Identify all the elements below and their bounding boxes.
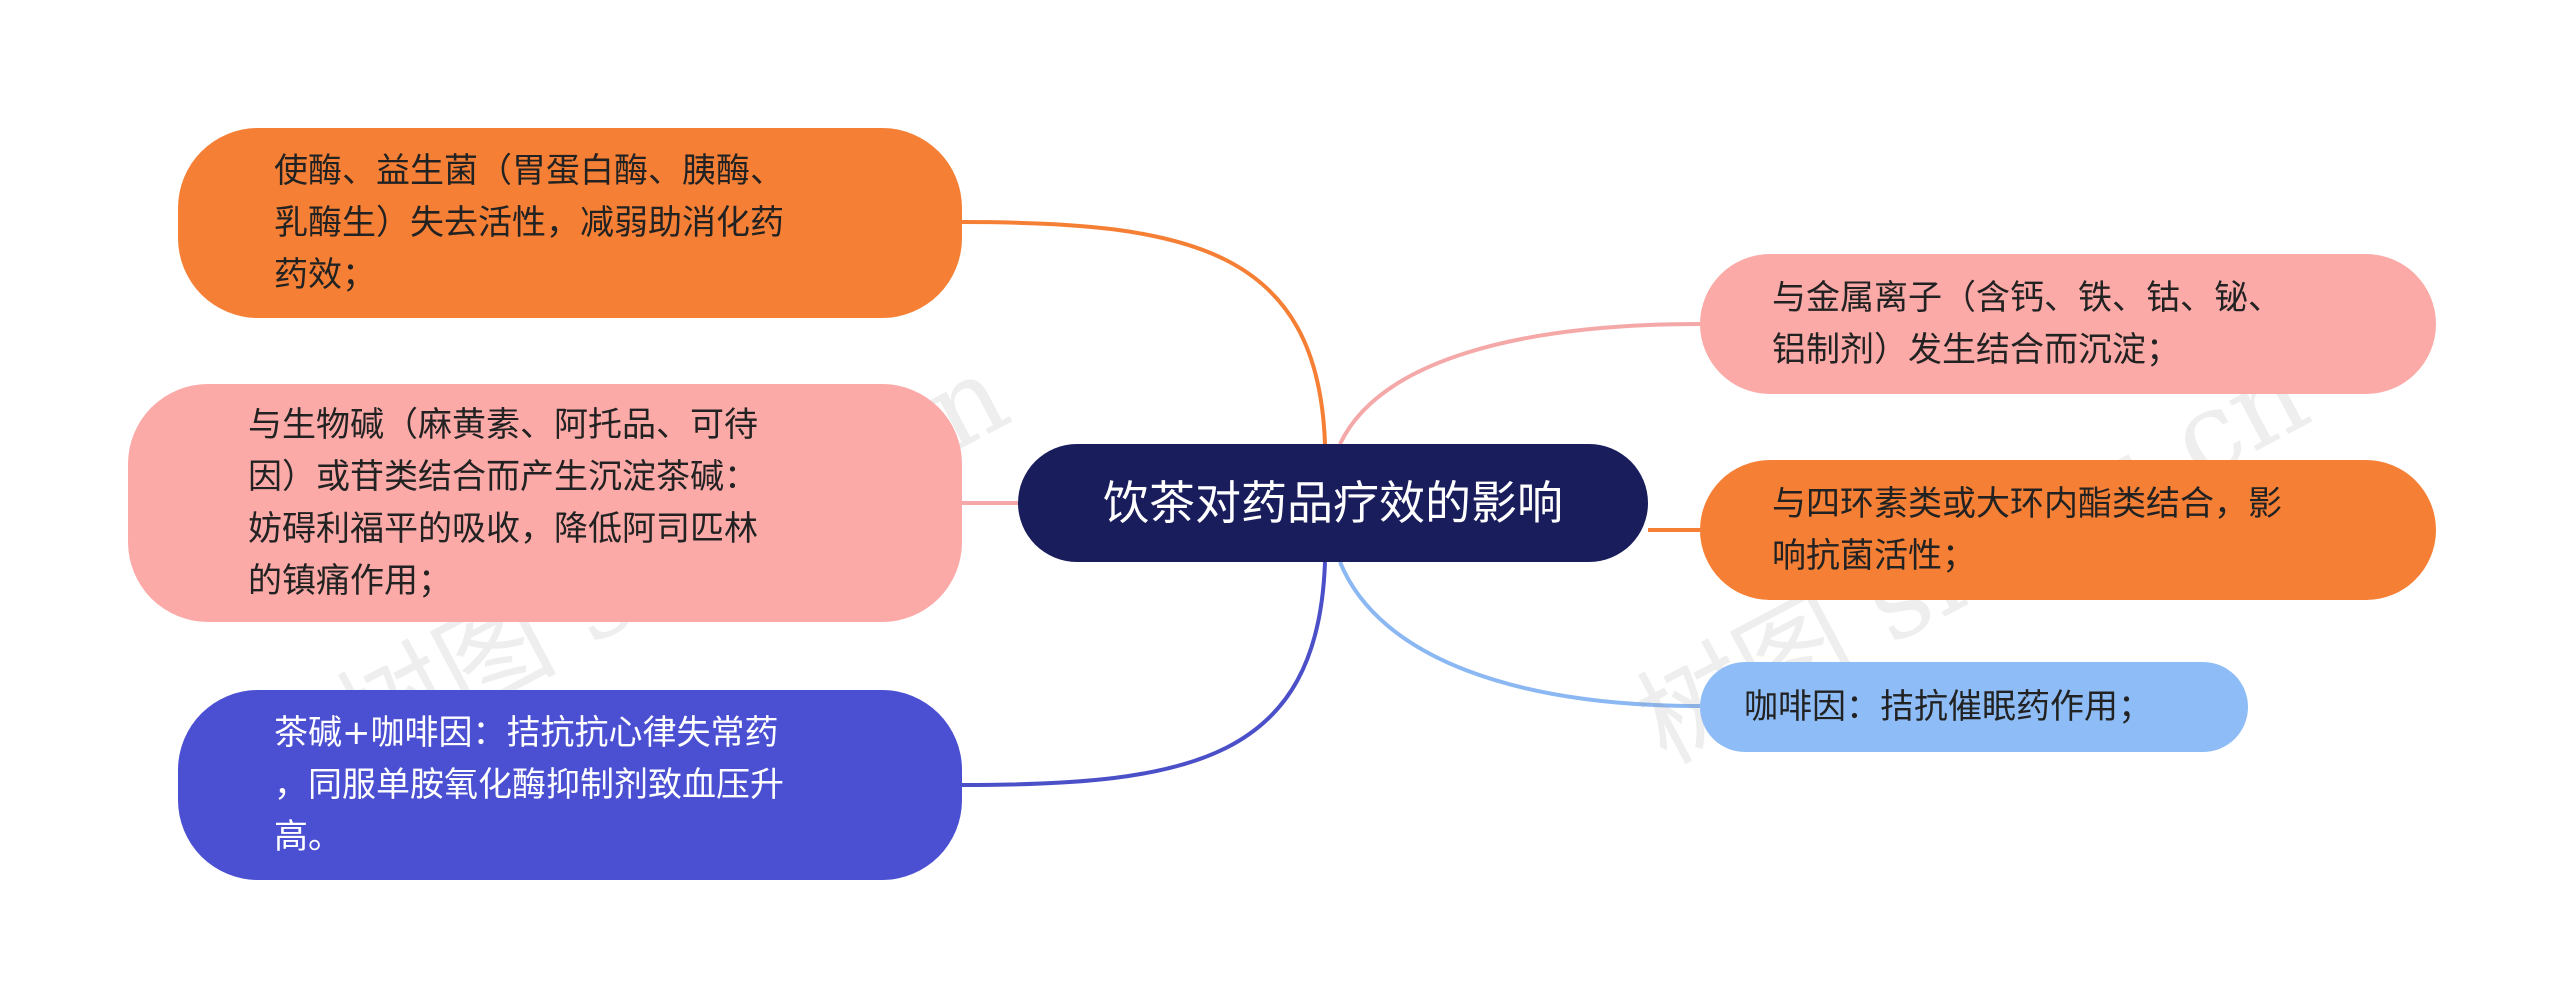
branch-text: 与金属离子（含钙、铁、钴、铋、 铝制剂）发生结合而沉淀； [1772,278,2282,370]
branch-node-tetracycline[interactable]: 与四环素类或大环内酯类结合，影 响抗菌活性； [1700,460,2436,600]
branch-node-enzyme-probiotics[interactable]: 使酶、益生菌（胃蛋白酶、胰酶、 乳酶生）失去活性，减弱助消化药 药效； [178,128,962,318]
branch-node-theophylline-caffeine[interactable]: 茶碱+咖啡因：拮抗抗心律失常药 ，同服单胺氧化酶抑制剂致血压升 高。 [178,690,962,880]
branch-text: 使酶、益生菌（胃蛋白酶、胰酶、 乳酶生）失去活性，减弱助消化药 药效； [274,151,784,295]
branch-node-metal-ions[interactable]: 与金属离子（含钙、铁、钴、铋、 铝制剂）发生结合而沉淀； [1700,254,2436,394]
central-topic-label: 饮茶对药品疗效的影响 [1103,476,1563,530]
branch-text: 咖啡因：拮抗催眠药作用； [1744,687,2152,727]
edge-to-left-1 [961,220,1327,445]
branch-node-caffeine-hypnotics[interactable]: 咖啡因：拮抗催眠药作用； [1700,662,2248,752]
central-topic-node[interactable]: 饮茶对药品疗效的影响 [1018,444,1648,562]
branch-text: 茶碱+咖啡因：拮抗抗心律失常药 ，同服单胺氧化酶抑制剂致血压升 高。 [274,713,784,857]
edge-to-left-3 [961,561,1327,787]
branch-text: 与四环素类或大环内酯类结合，影 响抗菌活性； [1772,484,2282,576]
edge-to-right-3 [1338,561,1701,708]
edge-to-right-1 [1338,322,1701,445]
branch-node-alkaloids[interactable]: 与生物碱（麻黄素、阿托品、可待 因）或苷类结合而产生沉淀茶碱： 妨碍利福平的吸收… [128,384,962,622]
branch-text: 与生物碱（麻黄素、阿托品、可待 因）或苷类结合而产生沉淀茶碱： 妨碍利福平的吸收… [248,405,758,601]
